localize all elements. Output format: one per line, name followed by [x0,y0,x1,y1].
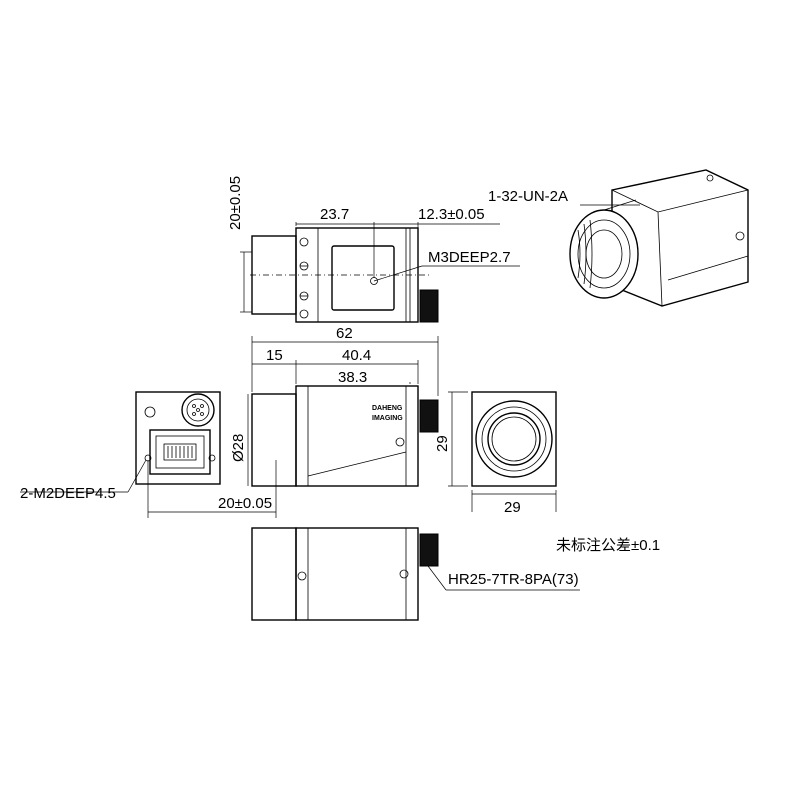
thread-hatching [577,219,593,289]
dim-width-right: 29 [504,499,521,516]
screw-icon [297,571,307,581]
brand-logo-line1: DAHENG [372,405,403,412]
screw-icon [395,437,405,447]
screw-icon [299,237,309,247]
dim-back-hole-spacing: 20±0.05 [218,495,272,512]
dim-back-hole-spec: 2-M2DEEP4.5 [20,485,116,502]
front-view-body [471,391,557,487]
back-view-body [135,391,221,485]
ethernet-port-icon [149,429,211,475]
screw-icon [735,231,745,241]
lens-mount-icon [475,400,553,478]
dim-total-length: 62 [336,325,353,342]
back-view: 2-M2DEEP4.5 20±0.05 [20,391,277,518]
brand-logo-line2: IMAGING [372,415,403,422]
dim-diameter: Ø28 [230,434,247,462]
bottom-view-lens-barrel [251,527,297,621]
dim-body-length-1: 40.4 [342,347,371,364]
dim-lens-mount-length: 15 [266,347,283,364]
dim-front-view-height: 20±0.05 [227,176,244,230]
bottom-view: HR25-7TR-8PA(73) 未标注公差±0.1 [251,527,660,621]
side-view: DAHENG IMAGING 62 15 40.4 38.3 Ø28 29 [230,325,468,487]
top-view-label-window [331,245,395,311]
dim-side-hole-offset: 12.3±0.05 [418,206,485,223]
screw-icon [299,309,309,319]
round-connector-icon [181,393,215,427]
bottom-view-connector [419,533,439,567]
dim-thread-spec: 1-32-UN-2A [488,188,568,205]
mount-hole-icon [208,454,216,462]
tolerance-note: 未标注公差±0.1 [556,537,660,554]
front-view: 29 [471,391,557,516]
isometric-view: 1-32-UN-2A [488,169,749,307]
side-view-lens-barrel [251,393,297,487]
dim-side-top-length: 23.7 [320,206,349,223]
dim-body-length-2: 38.3 [338,369,367,386]
dim-side-hole-spec: M3DEEP2.7 [428,249,511,266]
top-view-connector [419,289,439,323]
dim-connector-spec: HR25-7TR-8PA(73) [448,571,579,588]
top-view: 23.7 12.3±0.05 M3DEEP2.7 20±0.05 [227,176,520,323]
bottom-view-body [295,527,419,621]
side-view-body [295,385,419,487]
screw-icon [399,569,409,579]
side-view-connector [419,399,439,433]
dim-height-right: 29 [434,435,451,452]
